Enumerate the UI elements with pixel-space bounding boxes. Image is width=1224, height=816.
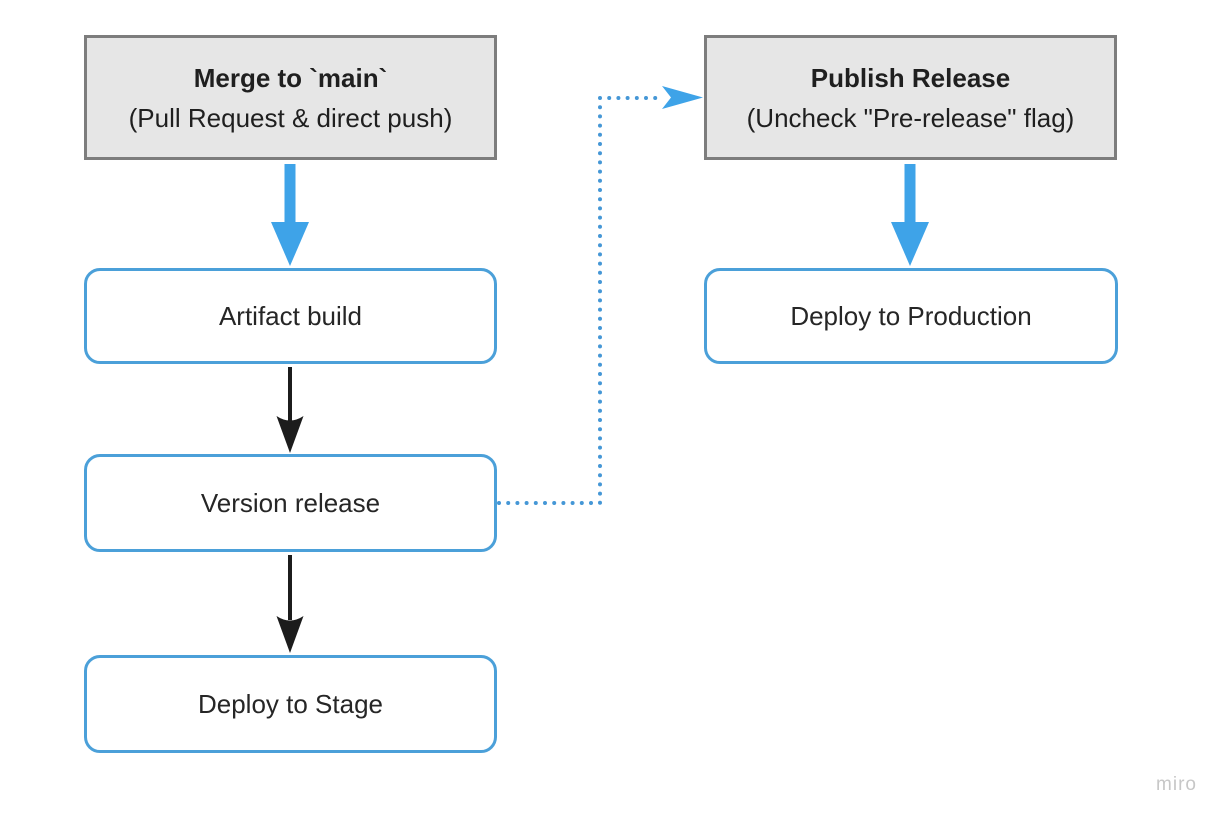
arrow-artifact-to-version[interactable] (276, 367, 304, 453)
arrow-version-to-stage[interactable] (276, 555, 304, 653)
node-title: Merge to `main` (193, 62, 388, 93)
arrow-publish-to-production[interactable] (891, 164, 929, 266)
connector-arrowhead-icon (662, 86, 703, 109)
node-label: Deploy to Production (790, 300, 1032, 331)
connector-version-to-publish[interactable] (497, 86, 703, 505)
node-version-release[interactable]: Version release (84, 454, 497, 552)
node-publish-release[interactable]: Publish Release (Uncheck "Pre-release" f… (704, 35, 1117, 160)
node-label: Version release (200, 487, 381, 518)
node-artifact-build[interactable]: Artifact build (84, 268, 497, 364)
node-label: Artifact build (218, 300, 363, 331)
node-deploy-to-stage[interactable]: Deploy to Stage (84, 655, 497, 753)
miro-watermark: miro (1156, 774, 1197, 795)
node-deploy-to-production[interactable]: Deploy to Production (704, 268, 1118, 364)
node-title: Publish Release (810, 62, 1011, 93)
arrow-merge-to-artifact[interactable] (271, 164, 309, 266)
node-subtitle: (Pull Request & direct push) (128, 102, 453, 133)
node-label: Deploy to Stage (197, 688, 383, 719)
node-subtitle: (Uncheck "Pre-release" flag) (746, 102, 1075, 133)
node-merge-to-main[interactable]: Merge to `main` (Pull Request & direct p… (84, 35, 497, 160)
